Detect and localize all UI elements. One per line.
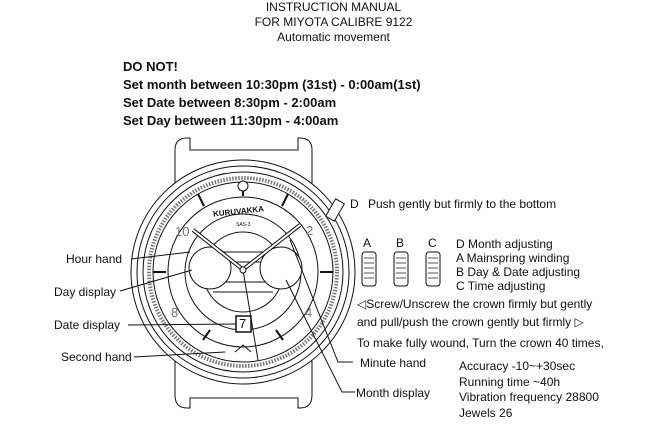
spec-running-time: Running time ~40h: [459, 375, 561, 389]
crown-label-a: A: [363, 236, 372, 250]
label-month-display: Month display: [356, 386, 431, 400]
dial-model: SAS-3: [236, 222, 251, 228]
spec-vibration: Vibration frequency 28800: [459, 390, 599, 404]
watch-lugs: [174, 137, 313, 409]
title-line-2: FOR MIYOTA CALIBRE 9122: [254, 15, 413, 29]
day-subdial: [188, 246, 232, 290]
crown-label-b: B: [396, 236, 405, 250]
label-date-display: Date display: [54, 318, 121, 332]
crown-function-d: D Month adjusting: [456, 237, 553, 251]
warning-date: Set Date between 8:30pm - 2:00am: [123, 95, 337, 110]
numeral-10: 10: [175, 224, 190, 239]
label-day-display: Day display: [54, 285, 117, 299]
label-minute-hand: Minute hand: [360, 356, 427, 370]
numeral-4: 4: [305, 305, 313, 320]
crown-label-c: C: [428, 236, 437, 250]
label-second-hand: Second hand: [61, 350, 132, 364]
date-value: 7: [239, 316, 247, 331]
triangle-marker: [234, 344, 252, 353]
crown-logo-marker: [237, 180, 249, 192]
label-hour-hand: Hour hand: [66, 252, 123, 266]
crown-d-letter: D: [350, 197, 359, 211]
crown-d-text: Push gently but firmly to the bottom: [368, 197, 557, 211]
crown-positions: [361, 251, 441, 287]
warning-day: Set Day between 11:30pm - 4:00am: [123, 113, 339, 128]
leader-lines: [119, 239, 355, 393]
note-screw-2: and pull/push the crown gently but firml…: [357, 315, 584, 329]
warning-title: DO NOT!: [123, 59, 178, 74]
spec-accuracy: Accuracy -10~+30sec: [459, 359, 576, 373]
warning-month: Set month between 10:30pm (31st) - 0:00a…: [123, 77, 421, 92]
month-subdial: [259, 246, 303, 290]
main-hands: [191, 223, 302, 361]
spec-jewels: Jewels 26: [459, 406, 513, 420]
numeral-8: 8: [171, 305, 179, 320]
crown-function-b: B Day & Date adjusting: [456, 265, 581, 279]
crown-d: [324, 198, 346, 222]
title-line-1: INSTRUCTION MANUAL: [265, 0, 402, 14]
title-line-3: Automatic movement: [277, 30, 390, 44]
note-wind: To make fully wound, Turn the crown 40 t…: [357, 336, 604, 350]
crown-function-a: A Mainspring winding: [456, 251, 570, 265]
crown-function-c: C Time adjusting: [456, 279, 546, 293]
numeral-2: 2: [306, 223, 314, 238]
note-screw-1: ◁Screw/Unscrew the crown firmly but gent…: [357, 297, 593, 311]
